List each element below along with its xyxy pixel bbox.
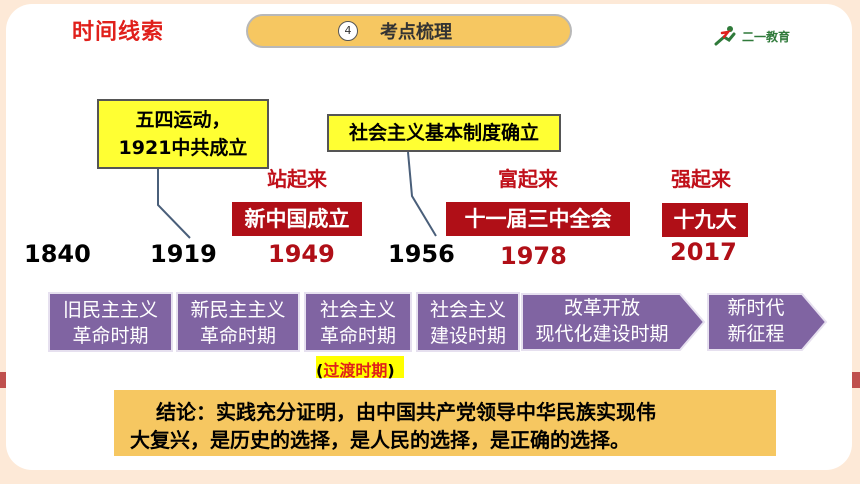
decor-band-mask [6, 372, 852, 388]
stage-label: 社会主义 [429, 299, 506, 321]
stage-label: 现代化建设时期 [535, 323, 669, 345]
year-1840: 1840 [24, 240, 91, 268]
conclusion-line2: 大复兴，是历史的选择，是人民的选择，是正确的选择。 [130, 428, 630, 452]
logo-text: 二一教育 [742, 30, 791, 44]
stage-label: 新征程 [727, 323, 785, 345]
connector-1919 [157, 169, 191, 239]
stage-label: 革命时期 [199, 325, 276, 347]
callout-socialist-system: 社会主义基本制度确立 [327, 114, 561, 152]
conclusion-box: 结论：实践充分证明，由中国共产党领导中华民族实现伟 大复兴，是历史的选择，是人民… [114, 390, 776, 456]
year-1956: 1956 [388, 240, 455, 268]
stage-new-era-arrow [707, 293, 828, 351]
callout-may-fourth: 五四运动， 1921中共成立 [97, 99, 269, 169]
stage-label: 改革开放 [563, 297, 640, 319]
stage-new-era: 新时代 新征程 [708, 295, 804, 347]
topic-number-badge: 4 [338, 21, 358, 41]
stage-label: 新民主主义 [190, 299, 286, 321]
event-prc-founding: 新中国成立 [232, 202, 362, 236]
stage-label: 革命时期 [72, 325, 149, 347]
stage-new-democratic: 新民主主义 革命时期 [176, 292, 300, 352]
stage-old-democratic: 旧民主主义 革命时期 [48, 292, 173, 352]
event-third-plenum: 十一届三中全会 [446, 202, 630, 236]
transition-highlight [316, 356, 404, 378]
slogan-get-rich: 富起来 [498, 167, 558, 191]
year-1978: 1978 [500, 242, 567, 270]
slogan-grow-strong: 强起来 [671, 167, 731, 191]
callout-may-fourth-line2: 1921中共成立 [118, 137, 248, 159]
stage-reform-arrow [521, 293, 706, 351]
paren-close: ) [387, 361, 395, 380]
stage-label: 社会主义 [319, 299, 396, 321]
stage-label: 革命时期 [319, 325, 396, 347]
stage-label: 建设时期 [429, 325, 506, 347]
topic-title: 考点梳理 [380, 22, 452, 43]
connector-1956 [407, 151, 437, 237]
callout-may-fourth-line1: 五四运动， [135, 109, 231, 131]
stage-label: 旧民主主义 [62, 299, 158, 321]
runner-logo-icon [714, 26, 736, 46]
stage-socialist-revolution: 社会主义 革命时期 [304, 292, 412, 352]
paren-open: ( [316, 361, 324, 380]
year-1919: 1919 [150, 240, 217, 268]
year-1949: 1949 [268, 240, 335, 268]
conclusion-line1: 结论：实践充分证明，由中国共产党领导中华民族实现伟 [156, 400, 656, 424]
transition-period-label: (过渡时期) [316, 357, 395, 381]
stage-reform: 改革开放 现代化建设时期 [522, 295, 682, 347]
stage-label: 新时代 [727, 297, 785, 319]
slogan-stand-up: 站起来 [267, 167, 327, 191]
topic-pill [246, 14, 572, 48]
stage-socialist-construction: 社会主义 建设时期 [416, 292, 520, 352]
year-2017: 2017 [670, 238, 737, 266]
section-title: 时间线索 [72, 20, 165, 45]
transition-text: 过渡时期 [323, 361, 388, 380]
event-19th-congress: 十九大 [662, 203, 748, 237]
